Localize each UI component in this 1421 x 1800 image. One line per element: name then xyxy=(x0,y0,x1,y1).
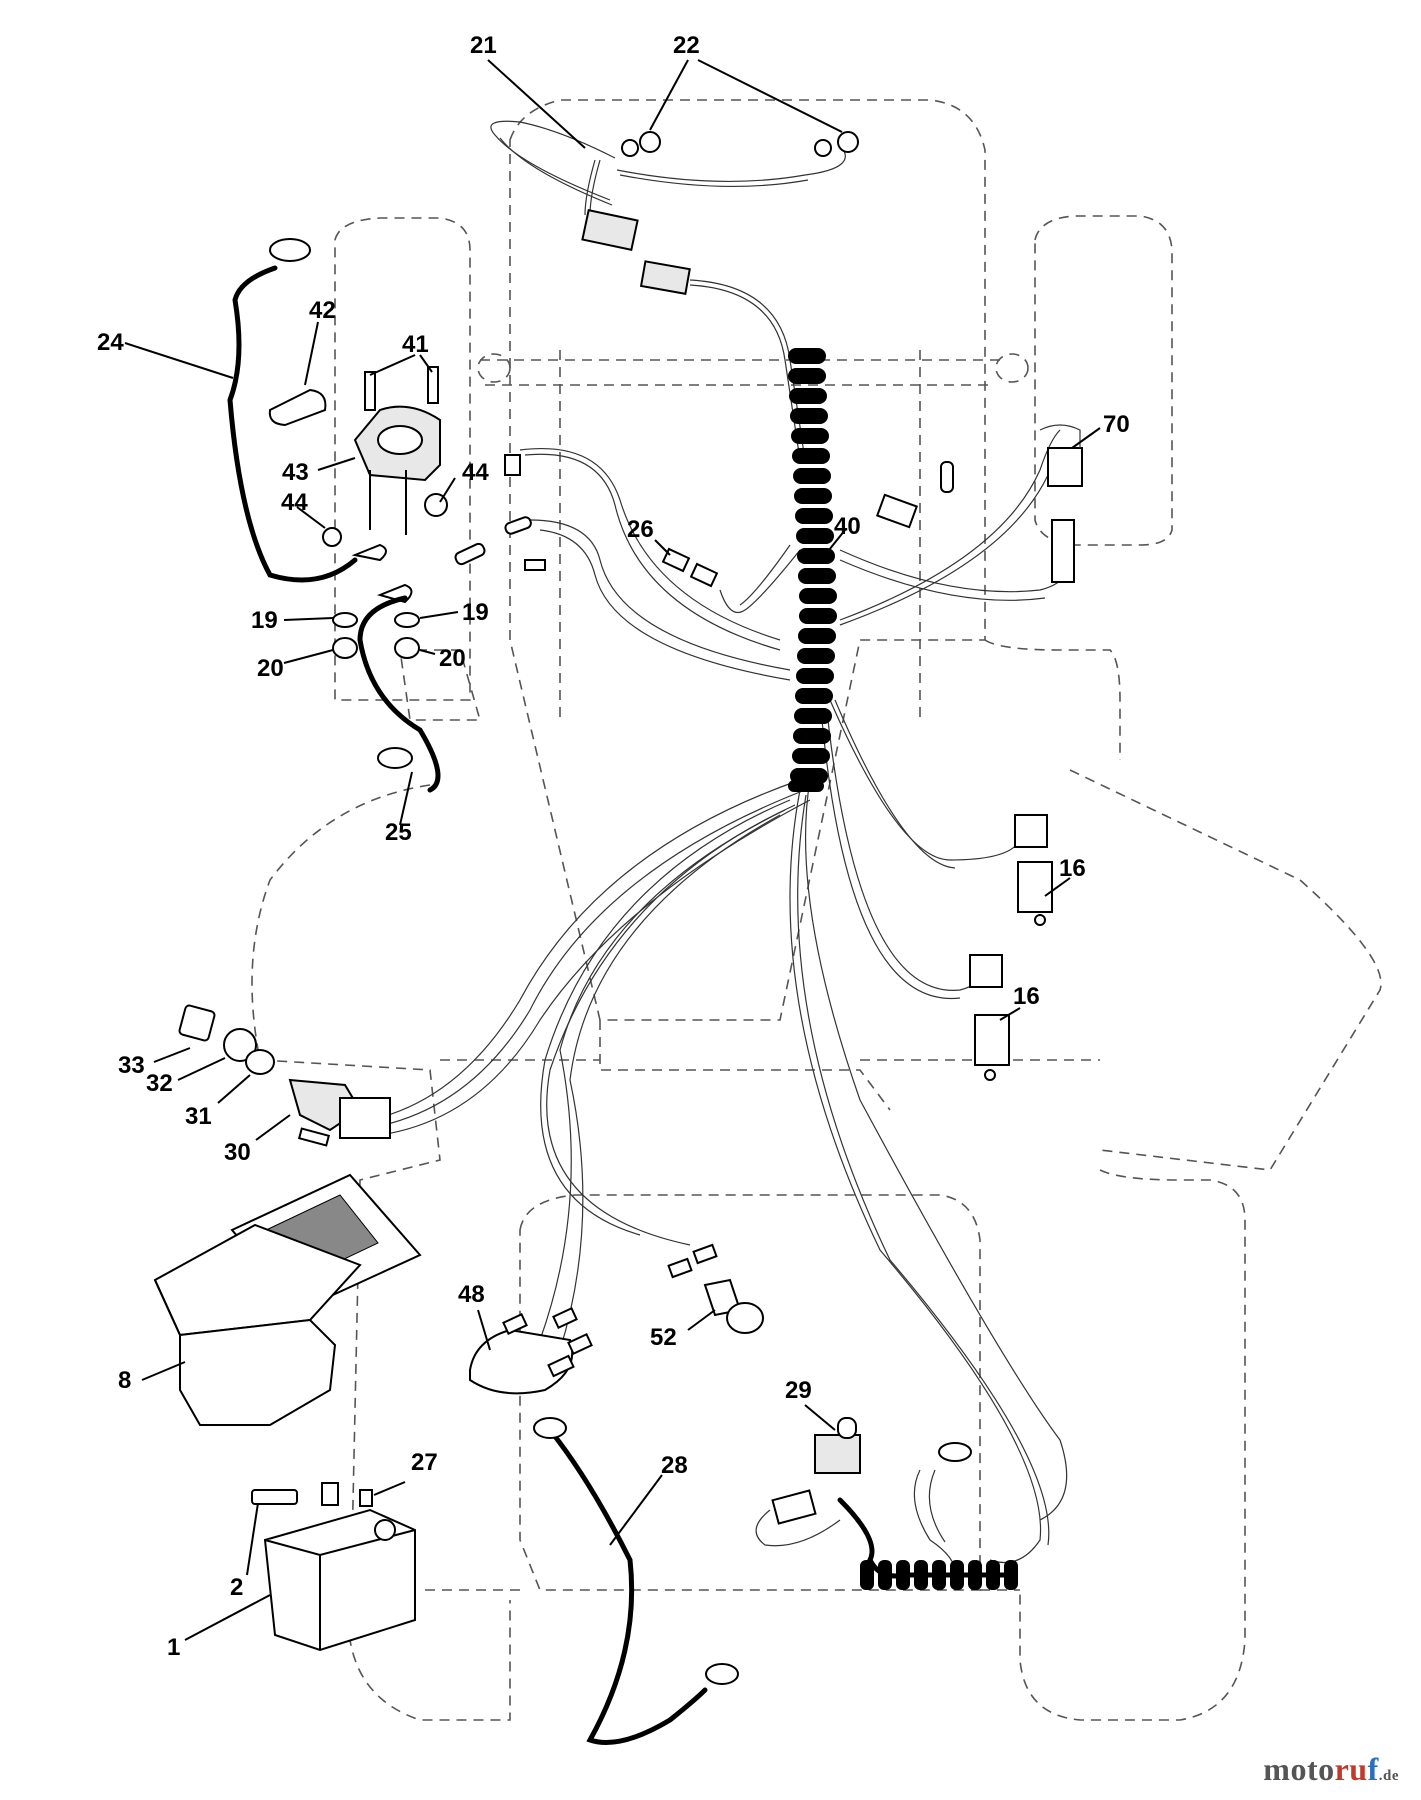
connector-26b xyxy=(689,562,719,588)
callout-48: 48 xyxy=(458,1281,485,1308)
connectors-26 xyxy=(661,547,719,588)
cable-28-ring-bottom xyxy=(705,1663,739,1685)
watermark-moto: moto xyxy=(1263,1751,1335,1787)
main-harness-wires xyxy=(369,260,1073,1564)
callout-40: 40 xyxy=(834,513,861,540)
callout-8: 8 xyxy=(118,1367,131,1394)
bolt-2 xyxy=(251,1489,298,1505)
solenoid-assembly xyxy=(268,366,546,659)
boot-42 xyxy=(268,388,327,427)
key-33 xyxy=(178,1004,216,1042)
harness-connector-21 xyxy=(581,208,639,252)
bezel-31 xyxy=(245,1049,275,1075)
watermark-logo: motoruf.de xyxy=(1263,1751,1399,1788)
plugs-48-52 xyxy=(469,1243,764,1395)
leader-lines xyxy=(124,59,1101,1641)
callout-29: 29 xyxy=(785,1377,812,1404)
callout-28: 28 xyxy=(661,1452,688,1479)
callout-16: 16 xyxy=(1059,855,1086,882)
washer-19a xyxy=(332,612,358,628)
callout-2: 2 xyxy=(230,1574,243,1601)
callout-22: 22 xyxy=(673,32,700,59)
battery-cables xyxy=(227,238,739,1745)
callout-27: 27 xyxy=(411,1449,438,1476)
callout-33: 33 xyxy=(118,1052,145,1079)
main-connector-top xyxy=(639,260,691,295)
switch-plug-16a xyxy=(1014,814,1048,848)
switch-plug-16b xyxy=(969,954,1003,988)
connector-mid xyxy=(875,493,919,529)
callout-21: 21 xyxy=(470,32,497,59)
nut-32 xyxy=(223,1028,257,1062)
cable-28-ring-top xyxy=(533,1417,567,1439)
bulb-socket-left xyxy=(621,139,639,157)
bulb-left xyxy=(639,131,661,153)
watermark-f: f xyxy=(1367,1751,1379,1787)
watermark-tld: .de xyxy=(1378,1768,1399,1784)
washer-44a xyxy=(322,527,342,547)
callout-16: 16 xyxy=(1013,983,1040,1010)
callout-44: 44 xyxy=(281,489,308,516)
relay-70 xyxy=(1047,447,1083,487)
bulb-socket-right xyxy=(814,139,832,157)
callout-19: 19 xyxy=(462,599,489,626)
watermark-ru: ru xyxy=(1334,1751,1368,1787)
switch-16b xyxy=(974,1014,1010,1066)
switch-30-connector xyxy=(339,1097,391,1139)
ignition-switch xyxy=(178,1004,391,1147)
connector-70b xyxy=(1051,519,1075,583)
callout-52: 52 xyxy=(650,1324,677,1351)
callout-30: 30 xyxy=(224,1139,251,1166)
callout-42: 42 xyxy=(309,297,336,324)
callout-70: 70 xyxy=(1103,411,1130,438)
cable-24-ring xyxy=(269,238,311,262)
bolt-41a xyxy=(364,371,376,411)
switches-16 xyxy=(969,814,1053,1081)
terminal-bracket xyxy=(321,1482,339,1506)
callout-1: 1 xyxy=(167,1634,180,1661)
callout-32: 32 xyxy=(146,1070,173,1097)
terminal-plug-2 xyxy=(504,516,532,535)
battery-1 xyxy=(251,1482,416,1652)
callout-26: 26 xyxy=(627,516,654,543)
callout-31: 31 xyxy=(185,1103,212,1130)
terminal-plug xyxy=(454,542,486,566)
switch-29-plug xyxy=(771,1489,817,1525)
coil-ring xyxy=(938,1442,972,1462)
cable-25-ring xyxy=(377,747,413,769)
bulb-plug xyxy=(940,461,954,493)
bolt-41b xyxy=(427,366,439,404)
bulb-right xyxy=(837,131,859,153)
tractor-outline xyxy=(251,99,1382,1721)
callout-25: 25 xyxy=(385,819,412,846)
switch-29-body xyxy=(814,1434,861,1474)
nut-20b xyxy=(394,637,420,659)
switch-29 xyxy=(755,1417,1018,1590)
nut-27 xyxy=(359,1489,373,1507)
headlight-harness xyxy=(490,120,859,252)
connectors-70 xyxy=(875,424,1083,583)
nut-20a xyxy=(332,637,358,659)
callout-43: 43 xyxy=(282,459,309,486)
callout-20: 20 xyxy=(439,645,466,672)
callout-44: 44 xyxy=(462,459,489,486)
callout-24: 24 xyxy=(97,329,124,356)
callout-labels: 21 22 24 42 41 43 44 44 19 19 20 20 25 2… xyxy=(97,32,1130,1661)
washer-19b xyxy=(394,612,420,628)
callout-41: 41 xyxy=(402,331,429,358)
callout-20: 20 xyxy=(257,655,284,682)
switch-16a xyxy=(1017,861,1053,913)
callout-19: 19 xyxy=(251,607,278,634)
harness-loom-40 xyxy=(788,348,837,792)
battery-box-8 xyxy=(153,1173,422,1426)
